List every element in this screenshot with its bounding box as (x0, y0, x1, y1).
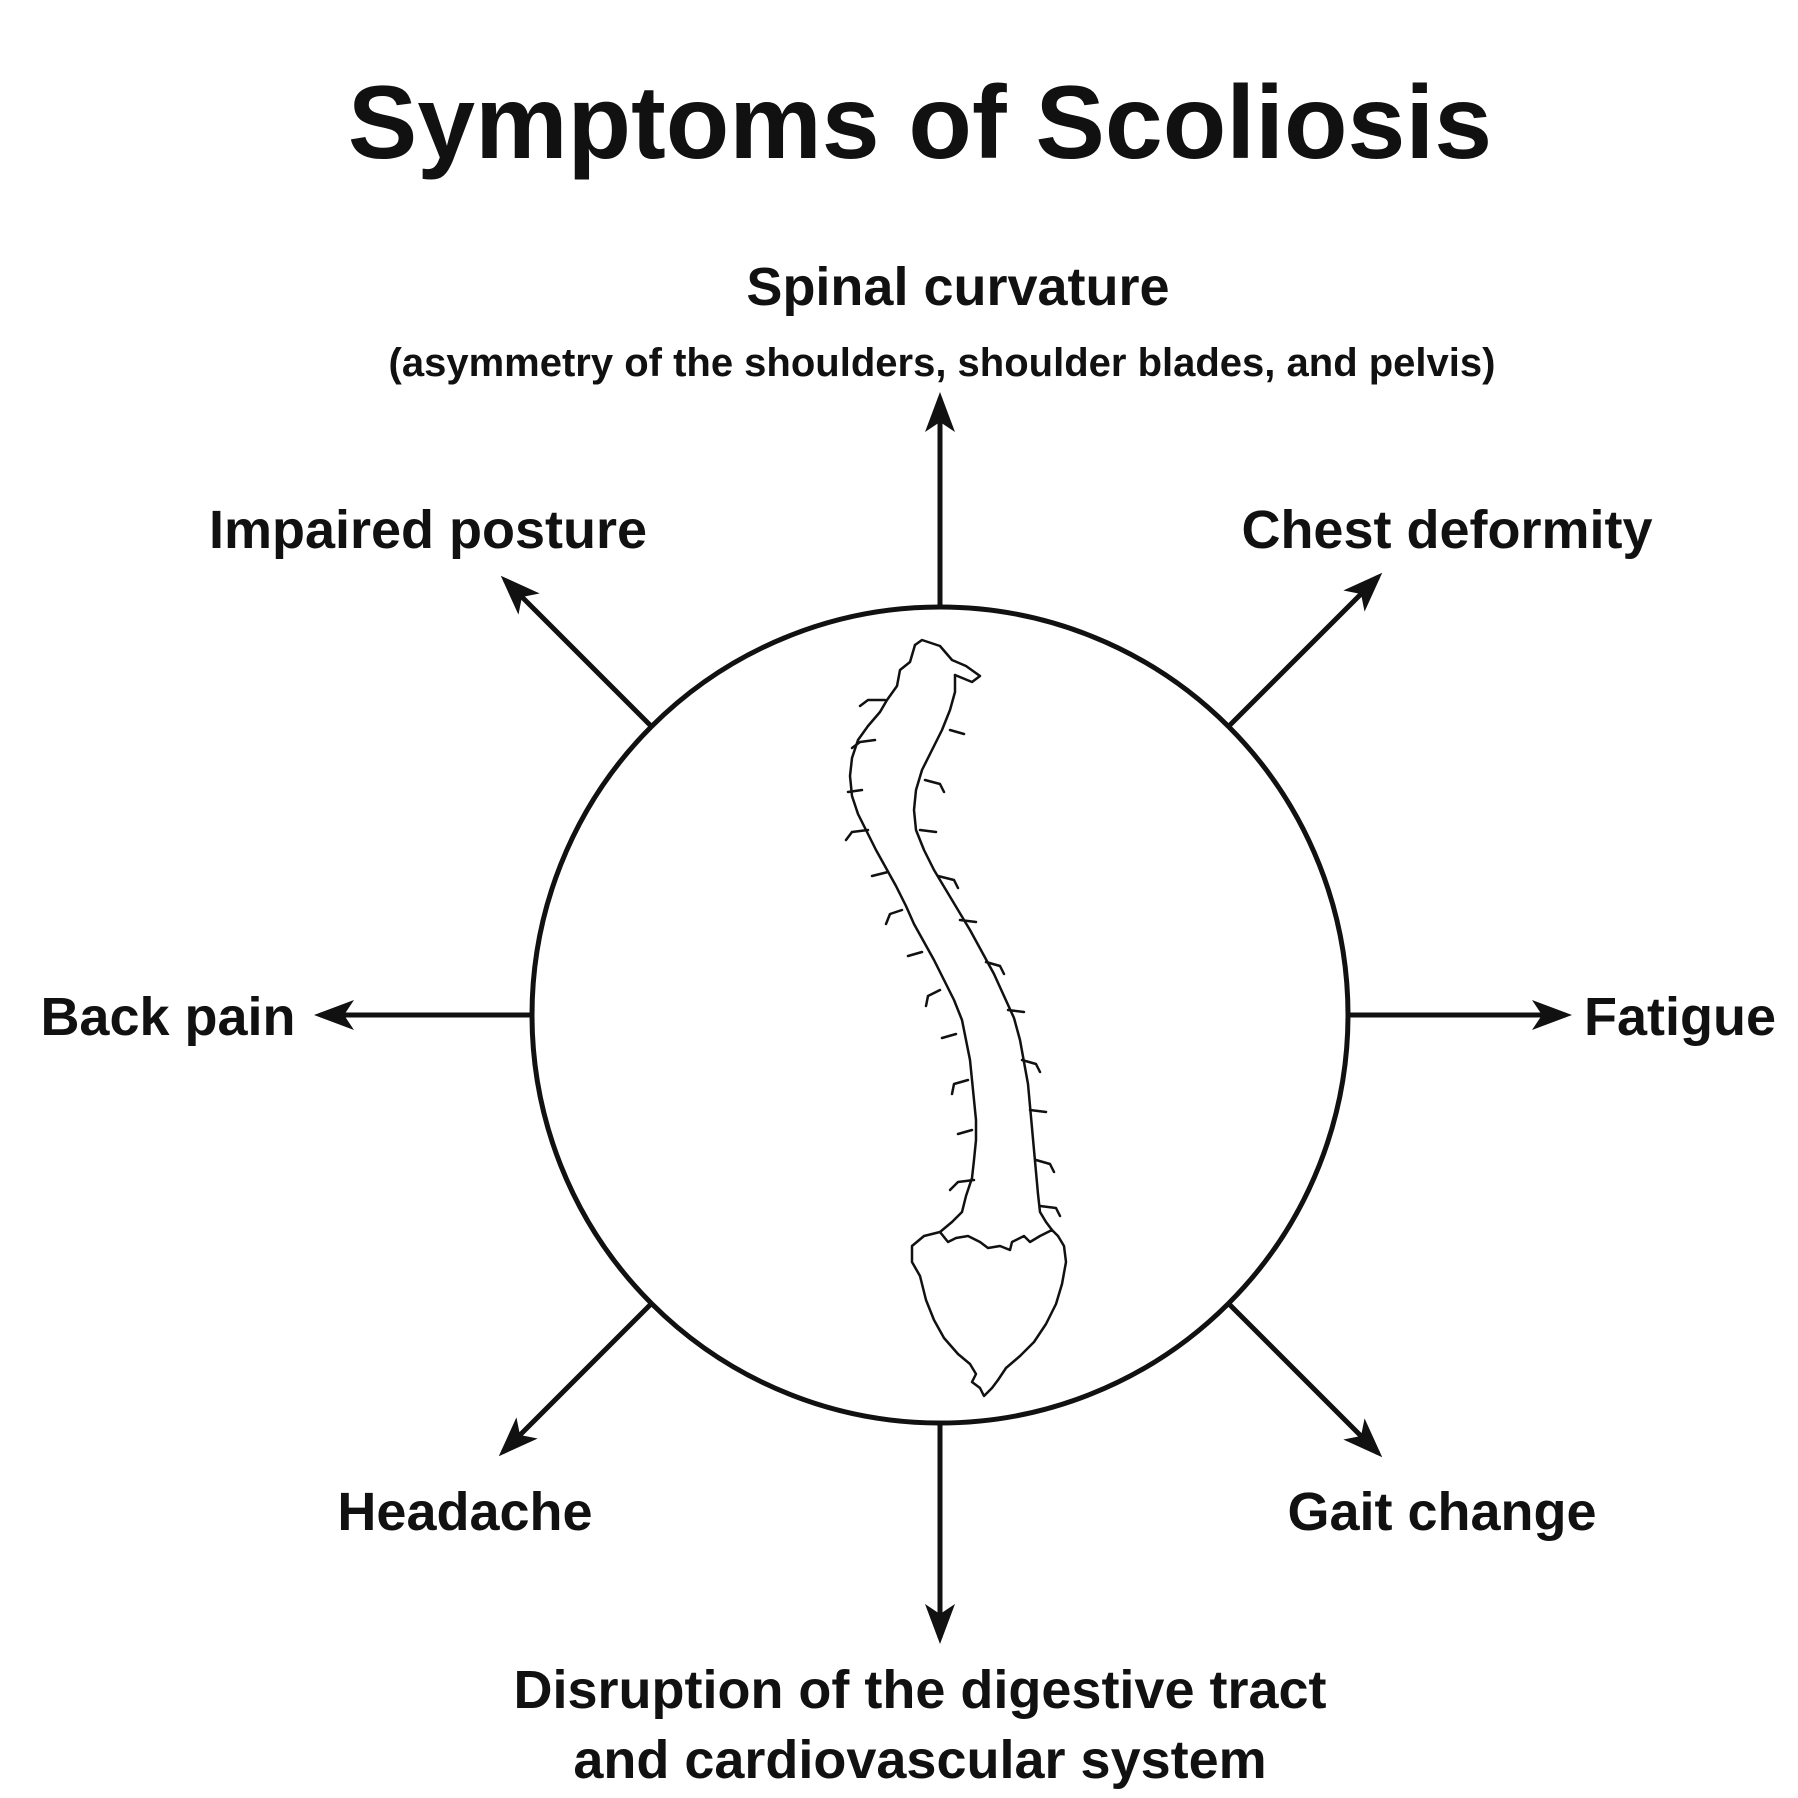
label-spinal-curvature: Spinal curvature (746, 257, 1169, 317)
label-chest-deformity: Chest deformity (1241, 500, 1652, 560)
label-disruption-line1: Disruption of the digestive tract (513, 1660, 1326, 1720)
label-impaired-posture: Impaired posture (209, 500, 647, 560)
center-circle (529, 604, 1351, 1426)
label-gait-change: Gait change (1287, 1482, 1596, 1542)
label-fatigue: Fatigue (1584, 987, 1776, 1047)
arrow-bottom-right (1227, 1302, 1383, 1458)
label-headache: Headache (337, 1482, 592, 1542)
curved-spine-icon (844, 638, 1068, 1398)
page-title: Symptoms of Scoliosis (348, 65, 1492, 181)
label-spinal-curvature-detail: (asymmetry of the shoulders, shoulder bl… (389, 341, 1496, 385)
arrow-top-left (500, 575, 653, 728)
arrow-top-right (1227, 572, 1383, 728)
label-disruption-line2: and cardiovascular system (573, 1730, 1266, 1790)
arrow-bottom-left (498, 1302, 653, 1457)
label-back-pain: Back pain (40, 987, 295, 1047)
